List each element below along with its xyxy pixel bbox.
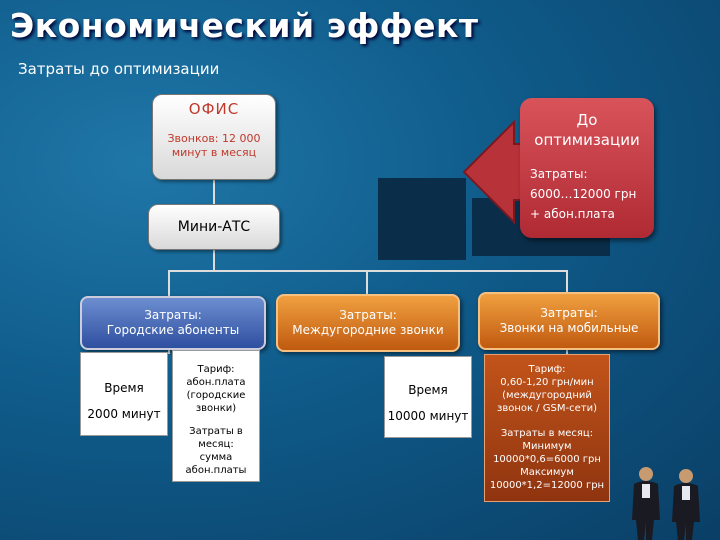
connector-pbx-down [213, 248, 215, 270]
mobile-monthly-line3: 10000*0,6=6000 грн [493, 454, 601, 465]
header-mobile-line2: Звонки на мобильные [499, 321, 639, 335]
business-people-icon [632, 467, 700, 540]
city-monthly-line3: абон.платы [185, 465, 247, 476]
before-title: До оптимизации [520, 110, 654, 150]
mobile-monthly-line5: 10000*1,2=12000 грн [489, 480, 605, 491]
office-calls-line1: Звонков: 12 000 [167, 132, 261, 145]
before-cost: Затраты: 6000…12000 грн + абон.плата [530, 164, 654, 224]
mobile-monthly-line1: Затраты в месяц: [500, 428, 594, 439]
mobile-details-box: Тариф: 0,60-1,20 грн/мин (междугородний … [484, 354, 610, 502]
page-subtitle: Затраты до оптимизации [18, 60, 220, 78]
before-cost-line2: 6000…12000 грн [530, 187, 637, 201]
before-cost-line1: Затраты: [530, 167, 588, 181]
connector-city-sub [168, 346, 170, 354]
page-title: Экономический эффект [10, 6, 479, 45]
city-monthly-line1: Затраты в месяц: [189, 426, 243, 450]
before-title-line1: До [576, 111, 598, 129]
header-long-distance-line2: Междугородние звонки [292, 323, 444, 337]
header-city: Затраты: Городские абоненты [80, 296, 266, 350]
city-tariff-line2: абон.плата [186, 377, 246, 388]
header-city-line2: Городские абоненты [106, 323, 240, 337]
pbx-box: Мини-АТС [148, 204, 280, 250]
header-mobile-line1: Затраты: [540, 306, 598, 320]
city-time-value: 2000 минут [87, 407, 161, 421]
city-monthly-line2: сумма [199, 452, 233, 463]
mobile-tariff-line4: звонок / GSM-сети) [497, 403, 597, 414]
city-time-box: Время 2000 минут [80, 352, 168, 436]
before-title-line2: оптимизации [534, 131, 640, 149]
backdrop-rect-left [378, 178, 466, 260]
office-calls-line2: минут в месяц [171, 146, 257, 159]
connector-mobile [566, 270, 568, 292]
mobile-tariff-line1: Тариф: [528, 364, 566, 375]
before-optimization-box: До оптимизации Затраты: 6000…12000 грн +… [520, 98, 654, 238]
office-title: ОФИС [188, 100, 240, 118]
connector-mobile-sub [566, 346, 568, 354]
mobile-tariff-line2: 0,60-1,20 грн/мин [500, 377, 594, 388]
connector-long-distance [366, 270, 368, 294]
city-tariff-line4: звонки) [195, 403, 237, 414]
long-distance-time-label: Время [408, 383, 448, 397]
header-mobile: Затраты: Звонки на мобильные [478, 292, 660, 350]
office-box: ОФИС Звонков: 12 000 минут в месяц [152, 94, 276, 180]
header-long-distance-line1: Затраты: [339, 308, 397, 322]
city-time-label: Время [104, 381, 144, 395]
long-distance-time-value: 10000 минут [387, 409, 469, 423]
city-tariff-box: Тариф: абон.плата (городские звонки) Зат… [172, 350, 260, 482]
mobile-monthly-line2: Минимум [522, 441, 572, 452]
mobile-monthly-line4: Максимум [520, 467, 574, 478]
office-calls: Звонков: 12 000 минут в месяц [153, 132, 275, 160]
city-tariff-line1: Тариф: [197, 364, 235, 375]
connector-horizontal [168, 270, 568, 272]
before-cost-line3: + абон.плата [530, 207, 615, 221]
connector-city [168, 270, 170, 296]
header-long-distance: Затраты: Междугородние звонки [276, 294, 460, 352]
mobile-tariff-line3: (междугородний [502, 390, 592, 401]
city-tariff-line3: (городские [186, 390, 246, 401]
connector-office-pbx [213, 178, 215, 204]
long-distance-time-box: Время 10000 минут [384, 356, 472, 438]
header-city-line1: Затраты: [144, 308, 202, 322]
